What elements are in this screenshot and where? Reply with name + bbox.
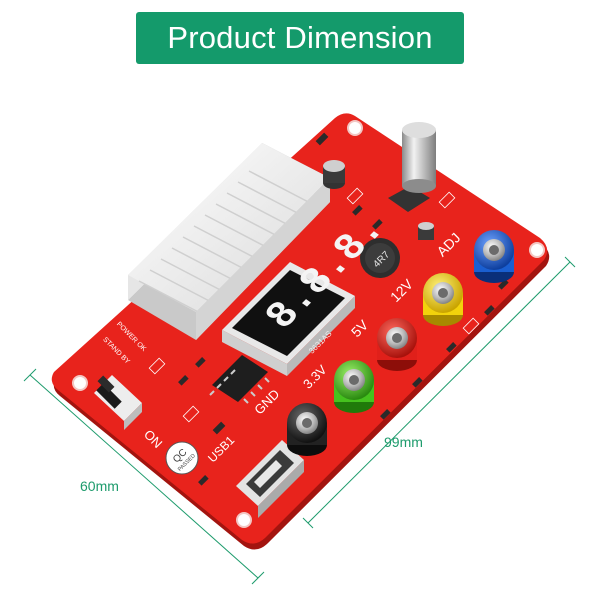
width-dimension-line (302, 256, 576, 529)
capacitor-near-pot (418, 222, 434, 240)
silkscreen-marks (148, 187, 480, 423)
small-capacitor (323, 160, 345, 189)
height-dimension-label: 60mm (80, 478, 119, 494)
product-illustration: 4R7 8.8.8. 3631AS (0, 70, 600, 600)
smd-components (178, 132, 509, 486)
binding-post-3v3[interactable] (334, 360, 374, 413)
qc-badge: QC PASSED (165, 441, 199, 475)
binding-post-5v[interactable] (377, 318, 417, 371)
atx-connector (128, 143, 330, 340)
title-banner: Product Dimension (136, 12, 464, 64)
binding-post-12v[interactable] (423, 273, 463, 326)
ic-chip (209, 355, 270, 404)
usb-port (236, 440, 304, 518)
inductor: 4R7 (360, 238, 400, 278)
width-dimension-label: 99mm (384, 434, 423, 450)
mounting-holes (72, 120, 545, 528)
binding-post-gnd[interactable] (287, 403, 327, 456)
banner-title: Product Dimension (167, 20, 433, 55)
potentiometer-knob[interactable] (388, 122, 436, 212)
height-dimension-line (23, 368, 265, 585)
binding-post-adj[interactable] (474, 230, 514, 283)
slide-switch[interactable] (94, 375, 142, 430)
